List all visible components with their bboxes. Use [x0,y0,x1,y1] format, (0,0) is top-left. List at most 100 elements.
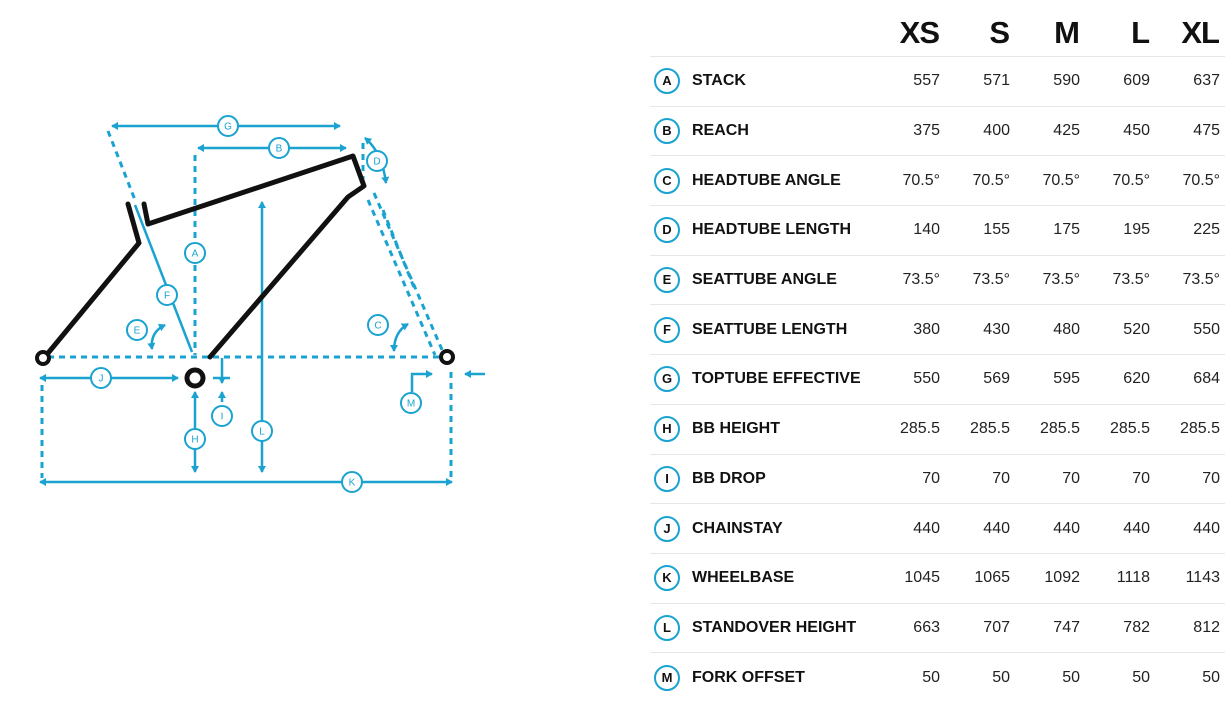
letter-badge: J [654,515,680,542]
value-cell: 175 [1015,205,1085,256]
value-cell: 73.5° [875,254,945,305]
value-cell: 70.5° [1085,155,1155,206]
value-cell: 1143 [1155,552,1225,604]
value-cell: 70 [1155,453,1225,504]
svg-text:J: J [99,374,104,385]
measurement-name: STACK [692,56,875,107]
measurement-name: STANDOVER HEIGHT [692,602,875,653]
svg-text:B: B [276,144,283,155]
label-E: E [126,319,148,341]
letter-badge: H [654,416,680,443]
frame-geometry-diagram: G B D A F E C J M I H L K [35,115,485,493]
value-cell: 557 [875,56,945,107]
front-axle-point [439,349,455,365]
letter-badge: D [654,217,680,244]
value-cell: 425 [1015,105,1085,156]
value-cell: 440 [1085,503,1155,554]
value-cell: 550 [1155,304,1225,355]
letter-badge: F [654,316,680,343]
value-cell: 1118 [1085,552,1155,604]
size-header-row: XS S M L XL [650,0,1225,57]
value-cell: 440 [1015,503,1085,554]
label-I: I [211,405,233,427]
value-cell: 285.5 [1155,403,1225,454]
label-H: H [184,428,206,450]
svg-text:I: I [221,412,224,423]
svg-text:A: A [192,249,199,260]
value-cell: 73.5° [1155,254,1225,305]
svg-text:F: F [164,291,170,302]
svg-text:E: E [134,326,141,337]
value-cell: 707 [945,602,1015,653]
value-cell: 520 [1085,304,1155,355]
value-cell: 73.5° [1085,254,1155,305]
letter-badge: M [654,664,680,691]
measurement-name: CHAINSTAY [692,503,875,554]
value-cell: 620 [1085,354,1155,405]
value-cell: 70 [1015,453,1085,504]
value-cell: 571 [945,56,1015,107]
value-cell: 450 [1085,105,1155,156]
value-cell: 440 [945,503,1015,554]
value-cell: 70 [1085,453,1155,504]
svg-text:H: H [191,435,198,446]
value-cell: 70.5° [875,155,945,206]
value-cell: 400 [945,105,1015,156]
label-K: K [341,471,363,493]
value-cell: 550 [875,354,945,405]
letter-badge: I [654,465,680,492]
value-cell: 747 [1015,602,1085,653]
label-C: C [367,314,389,336]
value-cell: 812 [1155,602,1225,653]
measurement-name: SEATTUBE LENGTH [692,304,875,355]
size-header-xs: XS [899,15,940,50]
value-cell: 50 [875,652,945,702]
svg-text:K: K [349,478,356,489]
letter-badge: B [654,118,680,145]
label-D: D [366,150,388,172]
size-header-xl: XL [1181,15,1220,50]
value-cell: 440 [1155,503,1225,554]
label-F: F [156,284,178,306]
letter-badge: A [654,68,680,95]
label-G: G [217,115,239,137]
measurement-name: HEADTUBE LENGTH [692,205,875,256]
value-cell: 70.5° [945,155,1015,206]
value-cell: 195 [1085,205,1155,256]
bottom-bracket-point [184,367,206,389]
value-cell: 1065 [945,552,1015,604]
measurement-name: REACH [692,105,875,156]
value-cell: 609 [1085,56,1155,107]
value-cell: 782 [1085,602,1155,653]
svg-text:G: G [224,122,232,133]
value-cell: 480 [1015,304,1085,355]
letter-badge: G [654,366,680,393]
value-cell: 70.5° [1015,155,1085,206]
value-cell: 285.5 [1085,403,1155,454]
value-cell: 595 [1015,354,1085,405]
size-header-m: M [1054,15,1080,50]
measurement-name: TOPTUBE EFFECTIVE [692,354,875,405]
label-L: L [251,420,273,442]
letter-badge: C [654,167,680,194]
reference-lines [40,130,453,478]
value-cell: 590 [1015,56,1085,107]
value-cell: 475 [1155,105,1225,156]
measurement-name: SEATTUBE ANGLE [692,254,875,305]
value-cell: 569 [945,354,1015,405]
value-cell: 50 [945,652,1015,702]
label-A: A [184,242,206,264]
value-cell: 637 [1155,56,1225,107]
value-cell: 285.5 [1015,403,1085,454]
